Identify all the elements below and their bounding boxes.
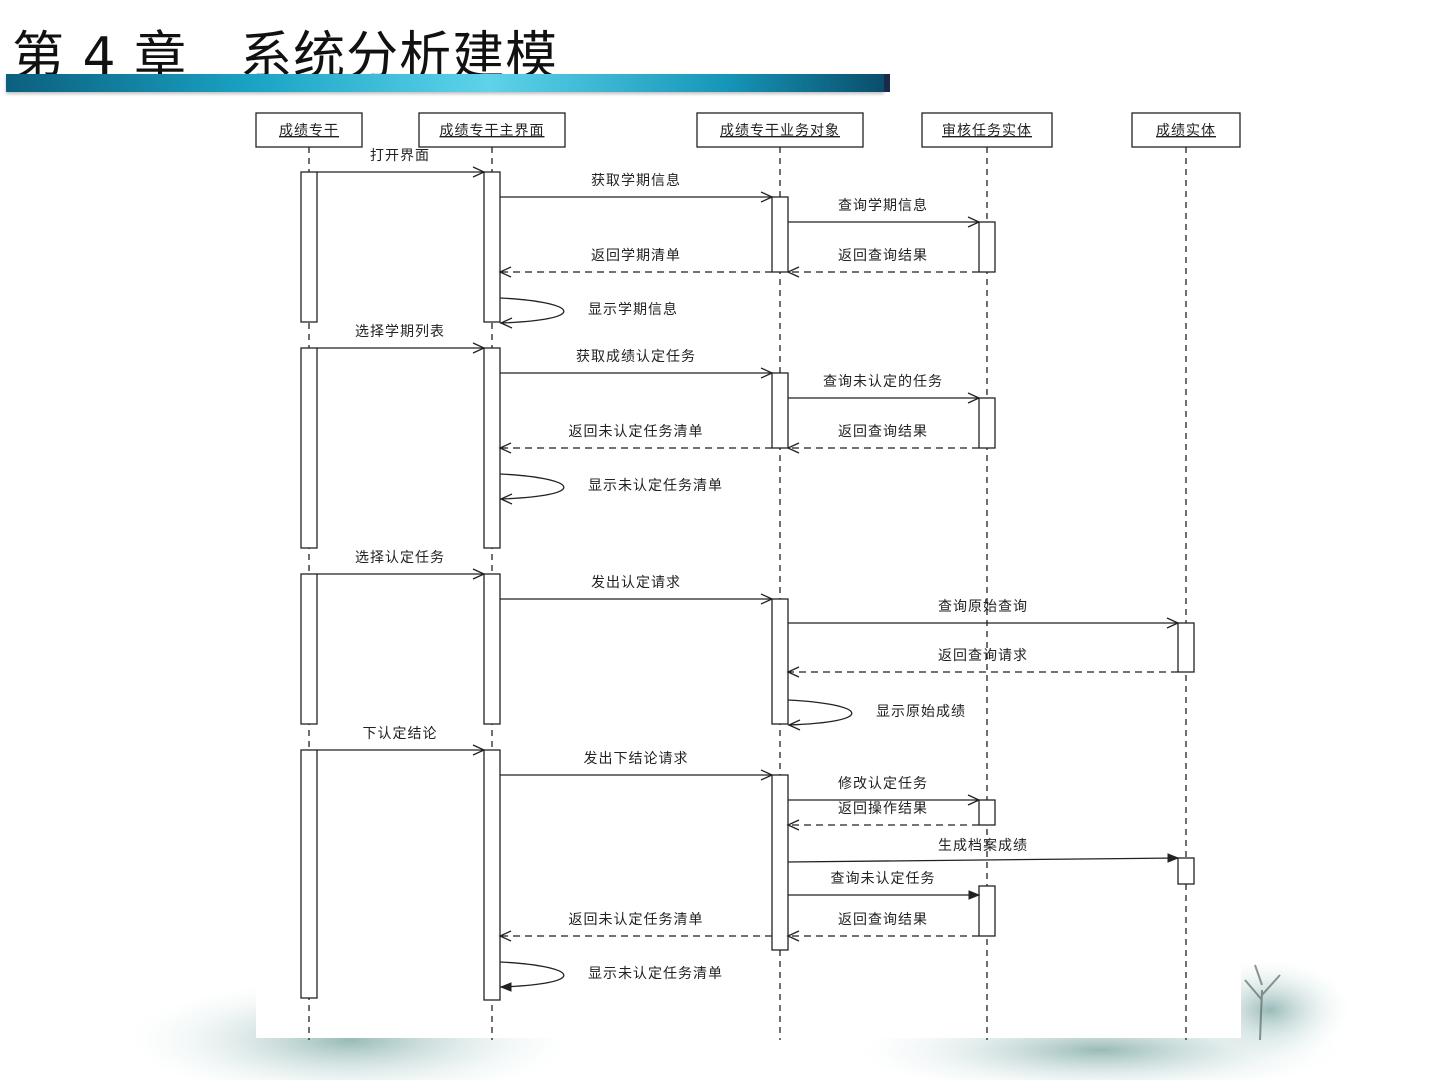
participant-box-0: [255, 112, 363, 148]
message-label-2: 查询学期信息: [838, 197, 928, 214]
participant-box-4: [1131, 112, 1241, 148]
participant-box-1: [418, 112, 566, 148]
activation-bar-1: [483, 171, 501, 323]
message-label-9: 返回查询结果: [838, 424, 928, 440]
activation-bar-7: [978, 397, 996, 449]
arrowhead-17: [472, 744, 486, 756]
message-label-10: 返回未认定任务清单: [569, 424, 704, 440]
arrowhead-21: [1167, 853, 1180, 863]
arrowhead-13: [760, 593, 774, 605]
activation-bar-2: [771, 196, 789, 273]
participant-label-3: 审核任务实体: [942, 123, 1032, 139]
arrowhead-11: [499, 493, 513, 505]
message-label-21: 生成档案成绩: [938, 837, 1028, 854]
arrowhead-12: [472, 568, 486, 580]
self-message-5: [499, 297, 565, 324]
arrowhead-0: [472, 166, 486, 178]
arrowhead-4: [498, 266, 512, 278]
arrowhead-8: [967, 392, 981, 404]
message-label-16: 显示原始成绩: [876, 704, 966, 720]
message-label-4: 返回学期清单: [591, 248, 681, 264]
message-label-15: 返回查询请求: [938, 648, 1028, 664]
arrowhead-25: [499, 982, 512, 992]
arrowhead-1: [760, 191, 774, 203]
message-label-17: 下认定结论: [363, 726, 438, 742]
activation-bar-8: [300, 573, 318, 725]
activation-bar-0: [300, 171, 318, 323]
message-label-24: 返回未认定任务清单: [569, 912, 704, 928]
arrowhead-23: [786, 930, 800, 942]
arrowhead-19: [967, 794, 981, 806]
activation-bar-3: [978, 221, 996, 273]
activation-bar-6: [771, 372, 789, 449]
message-label-13: 发出认定请求: [591, 575, 681, 591]
arrowhead-24: [498, 930, 512, 942]
message-label-8: 查询未认定的任务: [823, 374, 943, 390]
message-label-19: 修改认定任务: [838, 776, 928, 792]
activation-bar-9: [483, 573, 501, 725]
arrowhead-5: [499, 317, 513, 329]
message-label-20: 返回操作结果: [838, 801, 928, 817]
message-label-23: 返回查询结果: [838, 912, 928, 928]
message-label-0: 打开界面: [370, 147, 430, 164]
diagram-paper: [256, 102, 1241, 1038]
arrowhead-20: [786, 819, 800, 831]
activation-bar-16: [1177, 857, 1195, 885]
arrowhead-16: [787, 719, 801, 731]
activation-bar-17: [978, 885, 996, 937]
title-underline-bar: [6, 74, 884, 92]
activation-bar-11: [1177, 622, 1195, 673]
arrowhead-15: [786, 666, 800, 678]
arrowhead-14: [1166, 617, 1180, 629]
message-label-1: 获取学期信息: [591, 172, 681, 189]
arrowhead-22: [968, 890, 981, 900]
message-label-12: 选择认定任务: [355, 550, 445, 566]
activation-bar-14: [771, 774, 789, 951]
message-label-5: 显示学期信息: [588, 301, 678, 318]
activation-bar-12: [300, 749, 318, 999]
participant-label-0: 成绩专干: [279, 123, 339, 139]
activation-bar-4: [300, 347, 318, 549]
arrowhead-18: [760, 769, 774, 781]
arrowhead-7: [760, 367, 774, 379]
participant-label-4: 成绩实体: [1156, 123, 1216, 139]
arrowhead-3: [786, 266, 800, 278]
message-label-3: 返回查询结果: [838, 248, 928, 264]
arrowhead-2: [967, 216, 981, 228]
arrowhead-10: [498, 442, 512, 454]
participant-label-1: 成绩专干主界面: [440, 123, 545, 139]
self-message-11: [499, 473, 565, 500]
participant-box-2: [696, 112, 864, 148]
self-message-25: [499, 961, 565, 988]
message-line-21: [787, 857, 1179, 863]
message-label-11: 显示未认定任务清单: [588, 478, 723, 494]
message-label-18: 发出下结论请求: [584, 751, 689, 767]
tree-icon: [1244, 964, 1281, 1041]
activation-bar-5: [483, 347, 501, 549]
message-label-14: 查询原始查询: [938, 599, 1028, 615]
title-underline-cap: [884, 74, 890, 92]
self-message-16: [787, 699, 853, 726]
activation-bar-15: [978, 799, 996, 826]
arrowhead-6: [472, 342, 486, 354]
participant-box-3: [921, 112, 1053, 148]
message-label-7: 获取成绩认定任务: [576, 349, 696, 365]
message-label-22: 查询未认定任务: [831, 871, 936, 887]
participant-label-2: 成绩专干业务对象: [720, 123, 840, 139]
activation-bar-13: [483, 749, 501, 1001]
message-label-6: 选择学期列表: [355, 324, 445, 340]
arrowhead-9: [786, 442, 800, 454]
activation-bar-10: [771, 598, 789, 725]
message-label-25: 显示未认定任务清单: [588, 966, 723, 982]
